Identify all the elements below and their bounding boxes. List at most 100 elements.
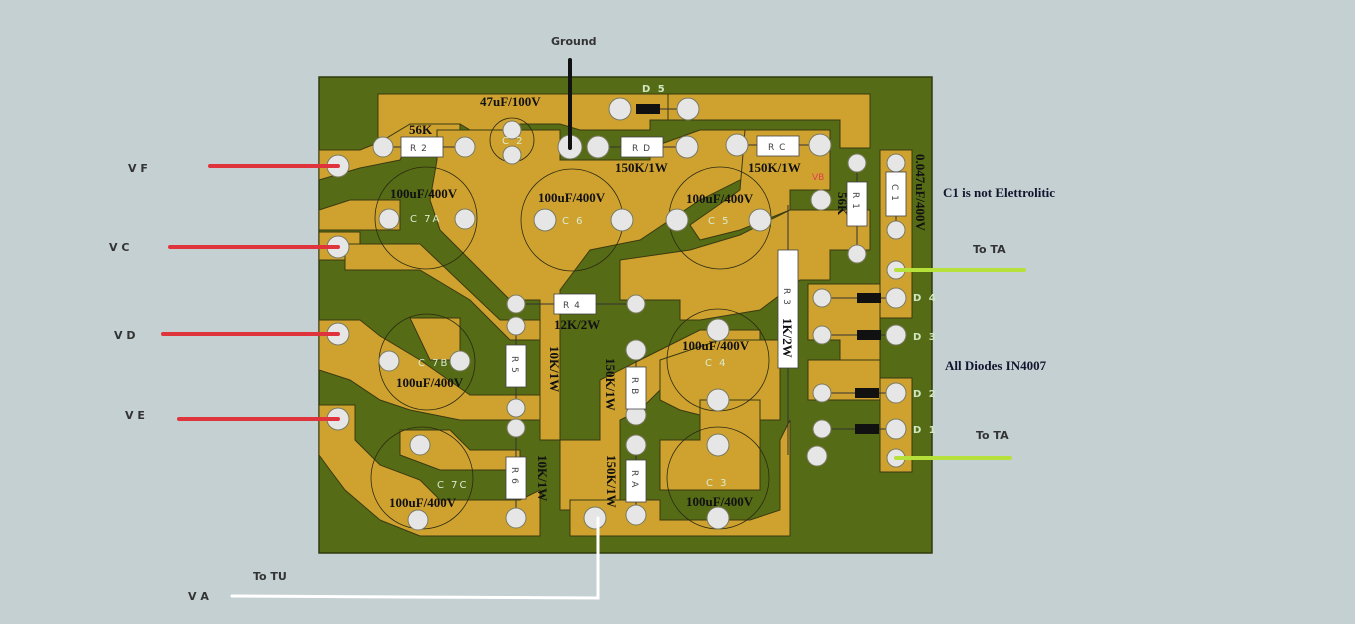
label-rd: R D [632,144,651,154]
solder-pad [810,189,832,211]
note-c1: C1 is not Elettrolitic [943,185,1055,200]
diode-d2 [855,388,879,398]
solder-pad [885,418,907,440]
solder-pad [675,135,699,159]
solder-pad [676,97,700,121]
solder-pad [378,208,400,230]
label-r2: R 2 [410,144,428,154]
solder-pad [665,208,689,232]
solder-pad [725,133,749,157]
label-ve: V E [125,409,145,422]
resistor-rd [620,136,664,158]
solder-pad [454,136,476,158]
label-vf: V F [128,162,148,175]
solder-pad [502,120,522,140]
value-rb: 150K/1W [603,358,618,411]
label-to-ta-top: To TA [973,243,1006,256]
solder-pad [706,433,730,457]
label-to-tu: To TU [253,570,287,583]
resistor-r4 [553,293,597,315]
solder-pad [706,506,730,530]
solder-pad [812,325,832,345]
value-r4: 12K/2W [554,317,600,332]
solder-pad [885,324,907,346]
solder-pad [706,318,730,342]
value-c7b: 100uF/400V [396,375,464,390]
label-c6: C 6 [562,216,585,227]
solder-pad [409,434,431,456]
label-va: V A [188,590,209,603]
solder-pad [625,434,647,456]
solder-pad [506,294,526,314]
label-d5: D 5 [642,84,667,95]
solder-pad [812,419,832,439]
external-wires [161,58,1026,600]
resistor-bodies [400,135,907,503]
label-to-ta-bottom: To TA [976,429,1009,442]
solder-pad [806,445,828,467]
solder-pad [506,316,526,336]
label-rc: R C [768,143,786,153]
value-c5: 100uF/400V [686,191,754,206]
solder-pad [505,507,527,529]
solder-pad [885,382,907,404]
label-c4: C 4 [705,358,728,369]
diode-d4 [857,293,881,303]
label-c1: C 1 [889,184,899,202]
solder-pad [626,294,646,314]
value-ra: 150K/1W [604,455,619,508]
label-vc: V C [109,241,129,254]
value-c7a: 100uF/400V [390,186,458,201]
solder-pad [885,287,907,309]
solder-pad [608,97,632,121]
resistor-r2 [400,136,444,158]
value-r1: 56K [835,192,850,216]
resistor-r5 [505,344,527,388]
solder-pad [847,153,867,173]
value-rc: 150K/1W [748,160,801,175]
solder-pad [886,153,906,173]
value-c6: 100uF/400V [538,190,606,205]
label-r4: R 4 [563,301,581,311]
resistor-rc [756,135,800,157]
resistor-ra [625,459,647,503]
solder-pad [502,145,522,165]
resistor-rb [625,366,647,410]
diode-bodies [636,104,881,434]
label-c7a: C 7A [410,214,441,225]
solder-pad [533,208,557,232]
label-vb: VB [812,173,824,183]
solder-pad [454,208,476,230]
value-c3: 100uF/400V [686,494,754,509]
label-c5: C 5 [708,216,731,227]
label-r3: R 3 [781,288,791,306]
label-vd: V D [114,329,135,342]
solder-pad [378,350,400,372]
solder-pads [326,97,907,531]
label-r1: R 1 [850,192,860,210]
value-r2: 56K [409,122,433,137]
solder-pad [506,398,526,418]
solder-pad [372,136,394,158]
note-diodes: All Diodes IN4007 [945,358,1047,373]
label-d4: D 4 [913,293,938,304]
solder-pad [449,350,471,372]
resistor-r3 [777,249,799,369]
solder-pad [586,135,610,159]
solder-pad [812,288,832,308]
resistor-r6 [505,456,527,500]
value-c1: 0.047uF/400V [913,154,928,232]
resistor-r1 [846,181,868,227]
solder-pad [625,504,647,526]
solder-pad [847,244,867,264]
label-r6: R 6 [509,467,519,485]
label-ra: R A [629,470,639,488]
label-d2: D 2 [913,389,938,400]
label-d3: D 3 [913,332,938,343]
diode-d3 [857,330,881,340]
label-d1: D 1 [913,425,938,436]
solder-pad [407,509,429,531]
label-rb: R B [629,377,639,395]
solder-pad [506,418,526,438]
solder-pad [812,383,832,403]
